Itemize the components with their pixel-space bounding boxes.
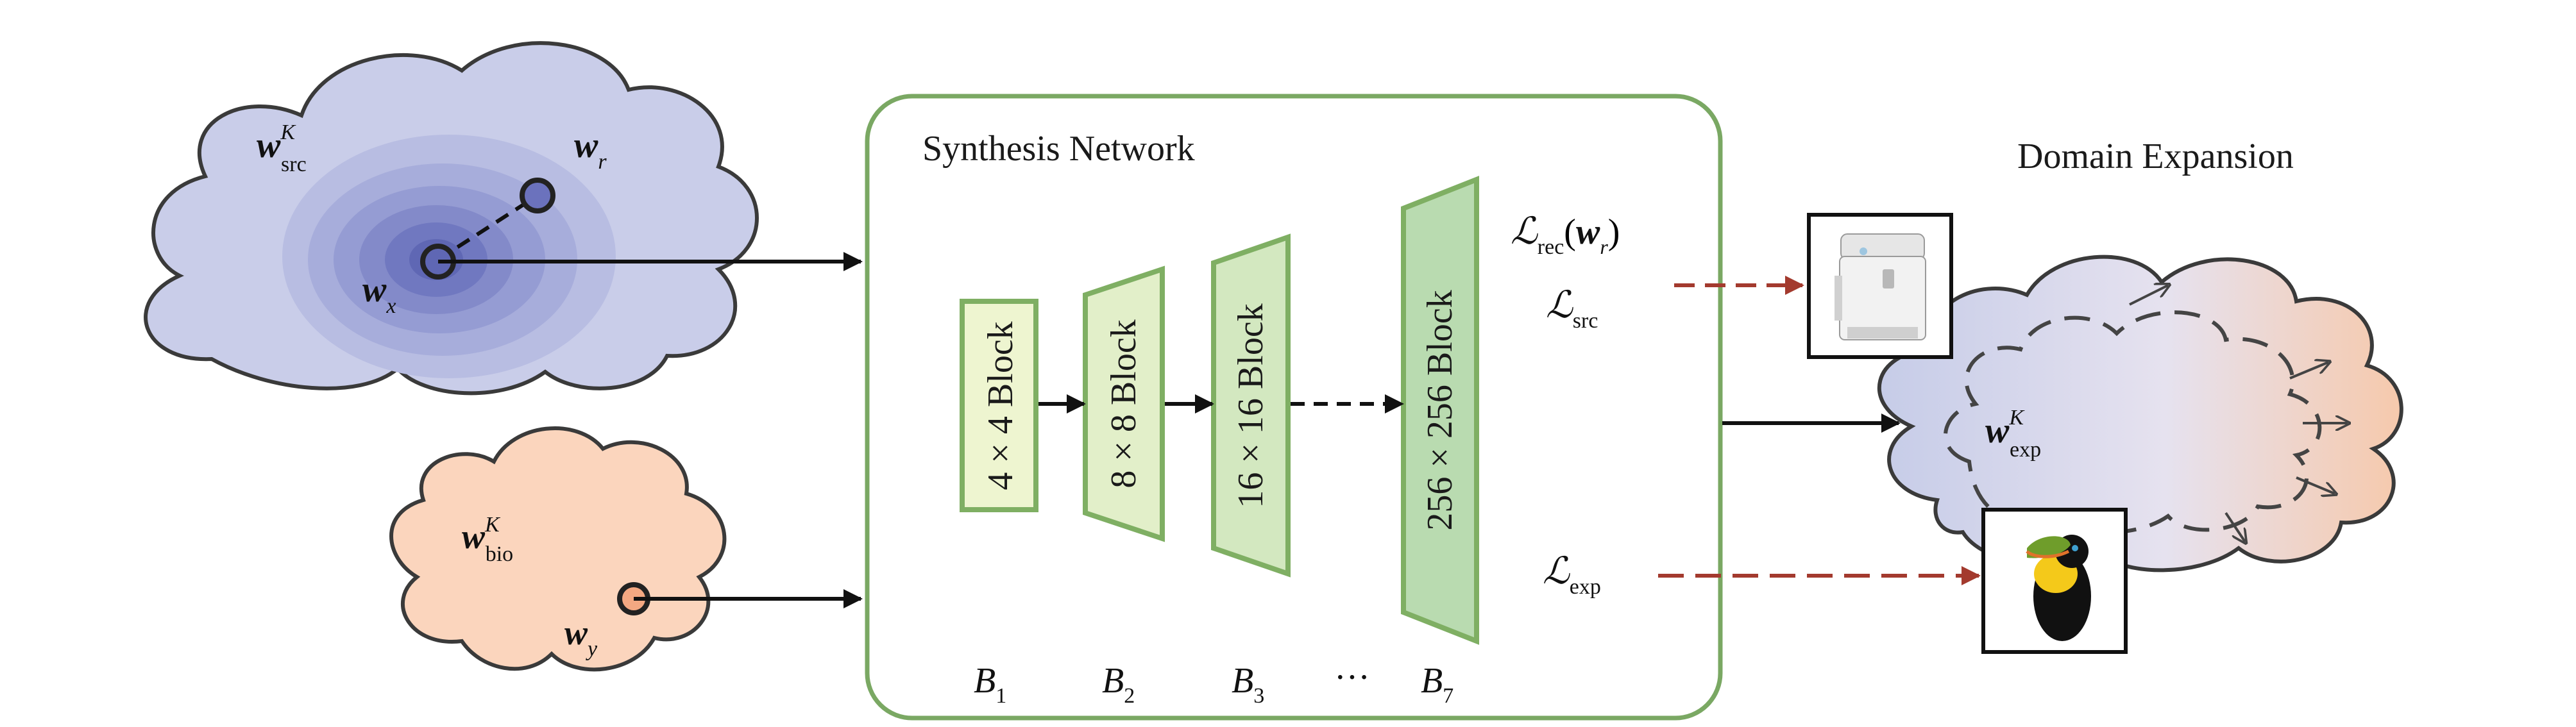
point-w-r (520, 178, 555, 213)
block-b1-name: B1 (974, 661, 1006, 708)
loss-exp-label: ℒexp (1543, 550, 1601, 599)
block-b2-name: B2 (1102, 661, 1135, 708)
synthesis-network-panel: Synthesis Network 4 × 4 Block 8 × 8 Bloc… (865, 94, 1723, 721)
synthesis-title: Synthesis Network (922, 129, 1195, 169)
loss-rec-label: ℒrec(wr) (1511, 210, 1620, 259)
expansion-title: Domain Expansion (2017, 137, 2294, 176)
block-b3-name: B3 (1232, 661, 1264, 708)
block-b7-label: 256 × 256 Block (1420, 290, 1460, 530)
block-b1-label: 4 × 4 Block (981, 321, 1021, 490)
point-w-r-label: wr (574, 126, 607, 174)
bio-cloud-shape (389, 426, 727, 672)
block-b7-name: B7 (1421, 661, 1453, 708)
wx-wr-dashed-link (437, 194, 539, 262)
block-b2-label: 8 × 8 Block (1104, 319, 1144, 488)
toucan-icon (1981, 508, 2128, 654)
expansion-outward-arrows (2129, 285, 2348, 542)
block-b3-label: 16 × 16 Block (1231, 303, 1271, 508)
point-w-y-label: wy (564, 614, 598, 661)
block-b1: 4 × 4 Block (960, 299, 1038, 512)
block-b2: 8 × 8 Block (1083, 265, 1165, 542)
synthesis-panel-border (865, 94, 1723, 721)
block-b7: 256 × 256 Block (1401, 176, 1479, 645)
block-b3: 16 × 16 Block (1211, 233, 1291, 578)
block-ellipsis: ··· (1334, 658, 1370, 698)
loss-src-label: ℒsrc (1546, 284, 1598, 333)
point-w-x-label: wx (362, 270, 396, 318)
kettle-icon (1807, 213, 1953, 359)
